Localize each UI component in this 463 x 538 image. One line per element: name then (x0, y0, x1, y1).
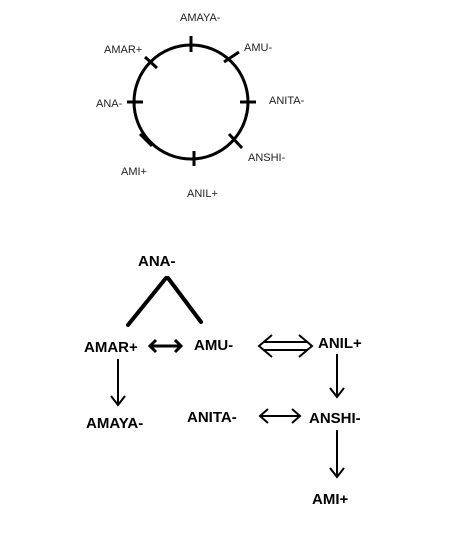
seat-label-bottom-left: AMI+ (121, 166, 147, 178)
tick-bottom-right (227, 132, 244, 150)
seat-label-right: ANITA- (269, 95, 305, 107)
tick-bottom-left (138, 132, 154, 148)
seat-label-left: ANA- (96, 98, 123, 110)
node-anil: ANIL+ (318, 335, 362, 352)
child-arrow-amar-amaya (110, 359, 126, 407)
node-amar: AMAR+ (84, 339, 138, 356)
seat-label-top: AMAYA- (180, 12, 221, 24)
node-amu: AMU- (194, 337, 233, 354)
child-arrow-anil-anshi (329, 354, 345, 399)
node-ami: AMI+ (312, 491, 348, 508)
node-anita: ANITA- (187, 409, 237, 426)
sibling-arrow-amu-anil (257, 334, 314, 358)
seat-label-top-right: AMU- (244, 42, 272, 54)
seat-label-bottom: ANIL+ (187, 188, 218, 200)
seating-circle: AMAYA- AMU- ANITA- ANSHI- ANIL+ AMI+ ANA… (96, 12, 305, 200)
node-ana: ANA- (138, 253, 176, 270)
tick-top-right (223, 50, 240, 64)
parent-line-ana-amar (126, 276, 168, 327)
seat-label-top-left: AMAR+ (104, 44, 142, 56)
node-anshi: ANSHI- (309, 410, 361, 427)
tick-top-left (143, 55, 159, 70)
spouse-arrow-amar-amu (147, 338, 184, 354)
child-arrow-anshi-ami (329, 430, 345, 479)
seat-label-bottom-right: ANSHI- (248, 152, 286, 164)
family-tree: ANA- AMAR+ AMU- ANIL+ AMAYA- ANITA- ANSH… (84, 253, 362, 508)
node-amaya: AMAYA- (86, 415, 143, 432)
parent-line-ana-amu (166, 276, 203, 324)
spouse-arrow-anita-anshi (258, 408, 302, 424)
